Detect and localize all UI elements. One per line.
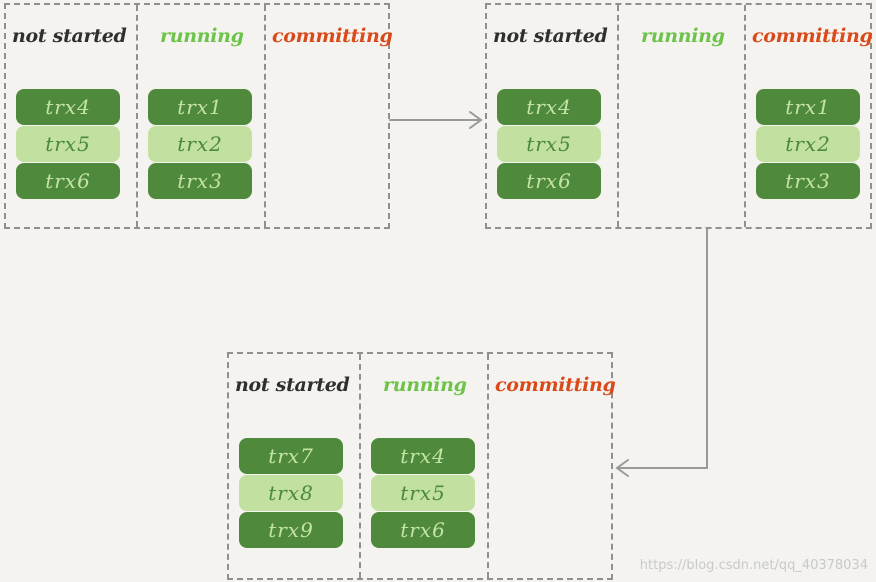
trx-block: trx8 [239, 475, 343, 511]
trx-block: trx6 [16, 163, 120, 199]
column-title-committing: committing [752, 25, 873, 47]
trx-block: trx5 [371, 475, 475, 511]
stage-3-col-committing: committing [487, 354, 616, 578]
stage-1-col-committing: committing [264, 5, 393, 227]
trx-block: trx4 [371, 438, 475, 474]
trx-stack: trx4 trx5 trx6 [16, 89, 120, 200]
stage-2-col-not-started: not started trx4 trx5 trx6 [487, 5, 617, 227]
stage-1-col-not-started: not started trx4 trx5 trx6 [6, 5, 136, 227]
trx-block: trx4 [16, 89, 120, 125]
column-title-running: running [641, 25, 725, 47]
column-title-running: running [160, 25, 244, 47]
arrow-stage2-to-stage3 [615, 228, 708, 477]
trx-block: trx5 [497, 126, 601, 162]
trx-block: trx3 [756, 163, 860, 199]
column-title-not-started: not started [235, 374, 350, 396]
stage-2-col-running: running [617, 5, 744, 227]
stage-1: not started trx4 trx5 trx6 running trx1 … [4, 3, 393, 229]
column-title-not-started: not started [12, 25, 127, 47]
stage-2-col-committing: committing trx1 trx2 trx3 [744, 5, 873, 227]
trx-block: trx6 [371, 512, 475, 548]
trx-block: trx3 [148, 163, 252, 199]
stage-3-col-running: running trx4 trx5 trx6 [359, 354, 487, 578]
trx-stack: trx4 trx5 trx6 [371, 438, 475, 549]
column-title-not-started: not started [493, 25, 608, 47]
trx-block: trx2 [756, 126, 860, 162]
trx-stack: trx7 trx8 trx9 [239, 438, 343, 549]
stage-1-col-running: running trx1 trx2 trx3 [136, 5, 264, 227]
column-title-committing: committing [495, 374, 616, 396]
trx-block: trx4 [497, 89, 601, 125]
arrow-stage1-to-stage2 [389, 111, 483, 129]
trx-stack: trx4 trx5 trx6 [497, 89, 601, 200]
trx-block: trx2 [148, 126, 252, 162]
trx-block: trx9 [239, 512, 343, 548]
trx-block: trx6 [497, 163, 601, 199]
trx-stack: trx1 trx2 trx3 [148, 89, 252, 200]
trx-block: trx7 [239, 438, 343, 474]
stage-3: not started trx7 trx8 trx9 running trx4 … [227, 352, 616, 580]
stage-2: not started trx4 trx5 trx6 running commi… [485, 3, 873, 229]
trx-block: trx1 [148, 89, 252, 125]
column-title-committing: committing [272, 25, 393, 47]
trx-stack: trx1 trx2 trx3 [756, 89, 860, 200]
trx-block: trx5 [16, 126, 120, 162]
watermark: https://blog.csdn.net/qq_40378034 [639, 558, 868, 573]
column-title-running: running [383, 374, 467, 396]
trx-block: trx1 [756, 89, 860, 125]
stage-3-col-not-started: not started trx7 trx8 trx9 [229, 354, 359, 578]
